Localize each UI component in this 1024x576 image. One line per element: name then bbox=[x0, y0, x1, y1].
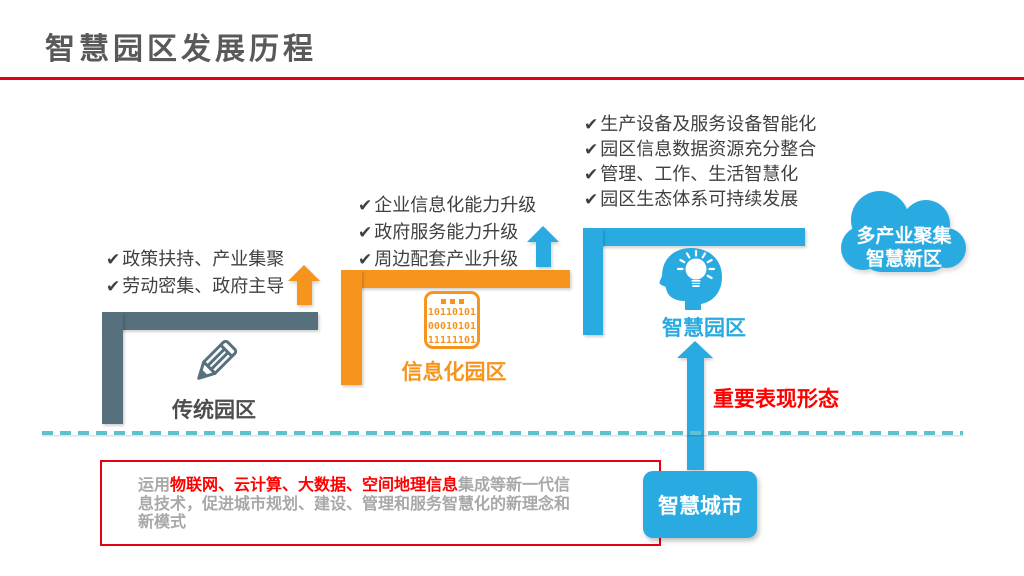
bullet-item: ✔政策扶持、产业集聚 bbox=[106, 246, 284, 273]
bullet-item: ✔生产设备及服务设备智能化 bbox=[584, 112, 816, 137]
smart-park-bullets: ✔生产设备及服务设备智能化 ✔园区信息数据资源充分整合 ✔管理、工作、生活智慧化… bbox=[584, 112, 816, 212]
bullet-text: 管理、工作、生活智慧化 bbox=[600, 164, 799, 184]
bullet-item: ✔园区生态体系可持续发展 bbox=[584, 187, 816, 212]
cloud-shape: 多产业聚集 智慧新区 bbox=[836, 184, 972, 290]
description-suffix: 集成等新一代信息技术，促进城市规划、建设、管理和服务智慧化的新理念和新模式 bbox=[138, 477, 571, 531]
description-highlight: 物联网、云计算、大数据、空间地理信息 bbox=[170, 477, 459, 494]
arrow-head bbox=[527, 226, 559, 242]
smart-park-label: 智慧园区 bbox=[662, 317, 746, 340]
smart-city-label: 智慧城市 bbox=[658, 494, 742, 518]
bullet-text: 政府服务能力升级 bbox=[374, 222, 519, 242]
arrow-stem bbox=[296, 281, 312, 305]
bullet-item: ✔周边配套产业升级 bbox=[358, 246, 536, 273]
binary-line: 11111101 bbox=[427, 335, 477, 346]
bullet-text: 周边配套产业升级 bbox=[374, 249, 519, 269]
up-arrow-icon bbox=[288, 265, 320, 305]
bullet-text: 劳动密集、政府主导 bbox=[122, 276, 285, 296]
check-icon: ✔ bbox=[106, 250, 121, 269]
bullet-text: 园区信息数据资源充分整合 bbox=[600, 139, 817, 159]
bullet-text: 园区生态体系可持续发展 bbox=[600, 189, 799, 209]
bullet-item: ✔园区信息数据资源充分整合 bbox=[584, 137, 816, 162]
arrow-head bbox=[288, 265, 320, 281]
up-arrow-icon bbox=[677, 341, 713, 470]
description-text: 运用物联网、云计算、大数据、空间地理信息集成等新一代信息技术，促进城市规划、建设… bbox=[138, 477, 574, 533]
check-icon: ✔ bbox=[358, 196, 373, 215]
smart-park-bar-horizontal bbox=[583, 228, 805, 246]
dashed-divider bbox=[42, 431, 963, 435]
smart-park-bar-vertical bbox=[583, 228, 603, 335]
head-lightbulb-icon bbox=[652, 246, 728, 315]
bullet-item: ✔政府服务能力升级 bbox=[358, 219, 536, 246]
up-arrow-icon bbox=[527, 226, 559, 267]
binary-window-icon: 10110101 00010101 11111101 bbox=[424, 291, 480, 349]
cloud-text: 多产业聚集 智慧新区 bbox=[836, 225, 972, 271]
arrow-head bbox=[677, 341, 713, 358]
bullet-text: 生产设备及服务设备智能化 bbox=[600, 114, 817, 134]
bullet-item: ✔管理、工作、生活智慧化 bbox=[584, 162, 816, 187]
page-title: 智慧园区发展历程 bbox=[45, 33, 317, 66]
binary-line: 10110101 bbox=[427, 307, 477, 318]
smart-city-box: 智慧城市 bbox=[643, 471, 757, 538]
informatized-park-label: 信息化园区 bbox=[401, 361, 507, 384]
description-box bbox=[100, 460, 661, 546]
window-dots bbox=[427, 299, 477, 304]
informatized-park-bullets: ✔企业信息化能力升级 ✔政府服务能力升级 ✔周边配套产业升级 bbox=[358, 192, 536, 273]
check-icon: ✔ bbox=[358, 223, 373, 242]
traditional-park-label: 传统园区 bbox=[172, 399, 256, 422]
arrow-stem bbox=[535, 242, 551, 267]
cloud-line-1: 多产业聚集 bbox=[856, 226, 952, 247]
arrow-stem bbox=[686, 358, 704, 470]
annotation-label: 重要表现形态 bbox=[713, 388, 839, 411]
informatized-park-bar-vertical bbox=[341, 270, 362, 385]
bullet-item: ✔企业信息化能力升级 bbox=[358, 192, 536, 219]
bullet-text: 企业信息化能力升级 bbox=[374, 195, 537, 215]
check-icon: ✔ bbox=[358, 250, 373, 269]
bullet-text: 政策扶持、产业集聚 bbox=[122, 249, 285, 269]
pencil-icon bbox=[185, 334, 245, 399]
check-icon: ✔ bbox=[106, 277, 121, 296]
check-icon: ✔ bbox=[584, 115, 599, 134]
check-icon: ✔ bbox=[584, 140, 599, 159]
traditional-park-bar-vertical bbox=[102, 312, 123, 424]
description-prefix: 运用 bbox=[138, 477, 171, 494]
informatized-park-bar-horizontal bbox=[341, 270, 570, 288]
title-underline bbox=[0, 77, 1024, 80]
check-icon: ✔ bbox=[584, 190, 599, 209]
bullet-item: ✔劳动密集、政府主导 bbox=[106, 273, 284, 300]
check-icon: ✔ bbox=[584, 165, 599, 184]
traditional-park-bullets: ✔政策扶持、产业集聚 ✔劳动密集、政府主导 bbox=[106, 246, 284, 300]
traditional-park-bar-horizontal bbox=[102, 312, 318, 330]
binary-line: 00010101 bbox=[427, 321, 477, 332]
cloud-line-2: 智慧新区 bbox=[865, 249, 942, 270]
